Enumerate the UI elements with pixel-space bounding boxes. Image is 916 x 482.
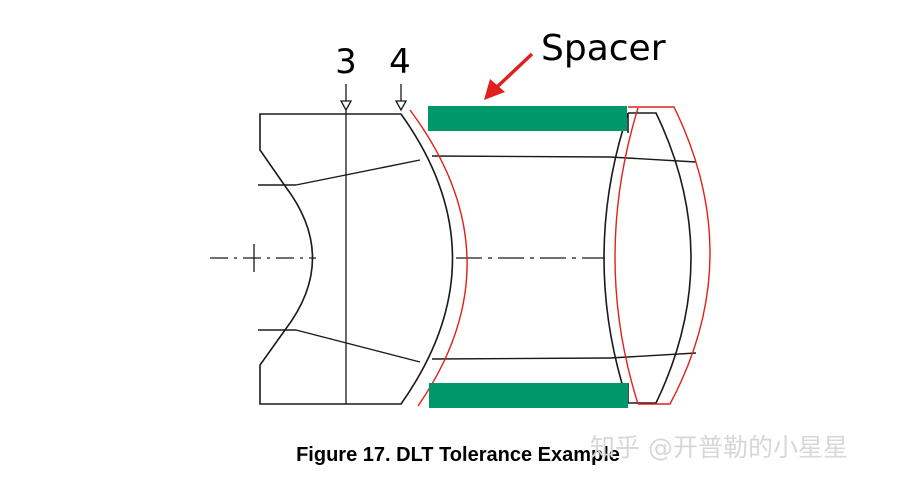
spacer-label: Spacer [541, 28, 666, 69]
figure-caption: Figure 17. DLT Tolerance Example [296, 444, 620, 466]
surface-3-label: 3 [335, 42, 357, 82]
watermark: 知乎 @开普勒的小星星 [590, 433, 848, 462]
optical-axis [210, 244, 605, 272]
tolerance-outline-left [409, 109, 468, 407]
surface-4-marker [394, 84, 408, 112]
left-lens-element [259, 113, 454, 405]
surface-4-label: 4 [389, 42, 411, 82]
spacer-top [428, 106, 627, 131]
red-arrow-icon [484, 52, 534, 100]
down-triangle-icon [339, 100, 353, 112]
surface-3-marker [339, 84, 353, 112]
spacer-bottom [429, 383, 628, 408]
right-lens-element [603, 112, 692, 404]
ray-lines [258, 155, 697, 363]
down-triangle-icon [394, 100, 408, 112]
tolerance-outline-right [614, 106, 711, 405]
